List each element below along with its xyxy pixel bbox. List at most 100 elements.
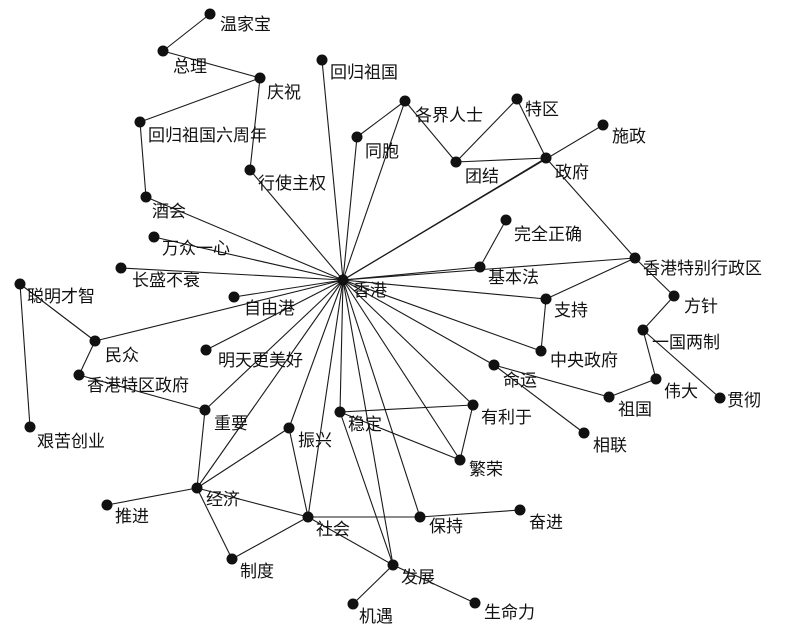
node-shehui: 社会 bbox=[302, 511, 350, 540]
edge-gejierenshi-tongbao bbox=[356, 100, 406, 138]
node-label: 方针 bbox=[684, 297, 718, 317]
edge-mingyun-xianggang bbox=[342, 279, 495, 366]
node-dot bbox=[115, 262, 127, 274]
node-label: 总理 bbox=[173, 57, 207, 77]
node-dot bbox=[399, 95, 411, 107]
node-xgtbxzq: 香港特别行政区 bbox=[629, 252, 762, 279]
edge-zhengfu-xianggang bbox=[342, 157, 547, 281]
edge-gejierenshi-tuanjie bbox=[404, 100, 457, 163]
edge-zhichi-zhongyangzhengfu bbox=[540, 298, 547, 352]
node-shengmingli: 生命力 bbox=[469, 597, 535, 623]
edge-huigui6-jiuhui bbox=[139, 121, 147, 198]
node-dot bbox=[200, 344, 212, 356]
edge-wending-fazhan bbox=[339, 411, 394, 566]
node-dot bbox=[578, 427, 590, 439]
node-dot bbox=[351, 131, 363, 143]
node-dot bbox=[474, 261, 486, 273]
node-dot bbox=[226, 553, 238, 565]
node-label: 施政 bbox=[612, 127, 646, 147]
edge-baochi-fenjin bbox=[419, 509, 521, 518]
node-ziyougang: 自由港 bbox=[228, 291, 295, 319]
node-mingyun: 命运 bbox=[488, 359, 537, 391]
edge-tongbao-xianggang bbox=[342, 136, 358, 281]
node-fazhan: 发展 bbox=[387, 559, 435, 588]
edge-xgtbxzq-fangzhen bbox=[634, 257, 675, 297]
edge-fazhan-xianggang bbox=[342, 279, 394, 566]
node-tequ: 特区 bbox=[511, 93, 559, 120]
node-dot bbox=[454, 454, 466, 466]
node-label: 明天更美好 bbox=[218, 351, 303, 371]
node-label: 有利于 bbox=[481, 408, 532, 428]
node-mingtian: 明天更美好 bbox=[200, 344, 303, 371]
node-fanrong: 繁荣 bbox=[454, 454, 503, 480]
node-label: 回归祖国六周年 bbox=[148, 126, 267, 146]
edge-fangzhen-yiguoliangzhi bbox=[642, 295, 675, 331]
edge-tequ-zhengfu bbox=[516, 98, 547, 159]
node-label: 一国两制 bbox=[652, 333, 720, 353]
node-label: 重要 bbox=[214, 414, 248, 434]
edge-fazhan-shengmingli bbox=[392, 564, 476, 604]
edge-xingshizhuquan-xianggang bbox=[249, 169, 344, 281]
node-label: 发展 bbox=[401, 568, 435, 588]
node-label: 机遇 bbox=[359, 607, 393, 627]
node-fenjin: 奋进 bbox=[514, 504, 563, 533]
edge-zhengfu-xgtbxzq bbox=[545, 157, 636, 259]
node-label: 振兴 bbox=[298, 431, 332, 451]
node-dot bbox=[14, 278, 26, 290]
node-zhongyao: 重要 bbox=[199, 404, 248, 434]
node-dot bbox=[157, 45, 169, 57]
edge-weida-zuguo bbox=[608, 378, 657, 398]
edge-jiuhui-xianggang bbox=[145, 196, 344, 281]
node-zuguo: 祖国 bbox=[603, 391, 652, 420]
edge-yiguoliangzhi-weida bbox=[642, 329, 657, 380]
node-label: 庆祝 bbox=[267, 83, 301, 103]
node-xingshizhuquan: 行使主权 bbox=[244, 164, 326, 194]
node-dot bbox=[244, 164, 256, 176]
edge-wenjiabao-zongli bbox=[162, 13, 211, 52]
edge-mingyun-xianglian bbox=[493, 364, 585, 434]
edge-minzhong-xgtqzf bbox=[78, 340, 96, 376]
edge-jingji-zhenxing bbox=[196, 427, 290, 489]
node-label: 贯彻 bbox=[727, 391, 761, 411]
edge-wanzhongyixin-xianggang bbox=[153, 236, 344, 281]
node-dot bbox=[140, 191, 152, 203]
edge-wending-youliyu bbox=[339, 404, 474, 413]
node-xianglian: 相联 bbox=[578, 427, 627, 456]
node-huigui6: 回归祖国六周年 bbox=[134, 116, 267, 146]
node-label: 长盛不衰 bbox=[132, 271, 200, 291]
node-zhongyangzhengfu: 中央政府 bbox=[535, 345, 618, 371]
node-dot bbox=[511, 93, 523, 105]
node-label: 支持 bbox=[554, 301, 588, 321]
node-label: 经济 bbox=[206, 490, 240, 510]
edge-jingji-shehui bbox=[196, 487, 309, 518]
node-dot bbox=[467, 399, 479, 411]
edge-zhongyangzhengfu-xianggang bbox=[342, 279, 542, 352]
edge-shehui-fazhan bbox=[307, 516, 394, 566]
node-dot bbox=[469, 597, 481, 609]
edge-xgtqzf-zhongyao bbox=[78, 374, 206, 411]
node-label: 特区 bbox=[525, 100, 559, 120]
edge-mingtian-xianggang bbox=[205, 279, 344, 351]
node-label: 艰苦创业 bbox=[37, 432, 105, 452]
edge-jingji-zhidu bbox=[196, 487, 233, 560]
node-dot bbox=[199, 404, 211, 416]
node-label: 社会 bbox=[316, 520, 350, 540]
node-youliyu: 有利于 bbox=[467, 399, 532, 428]
node-shizheng: 施政 bbox=[597, 119, 646, 147]
edge-fanrong-xianggang bbox=[342, 279, 461, 461]
node-dot bbox=[488, 359, 500, 371]
node-label: 温家宝 bbox=[220, 15, 271, 35]
node-dot bbox=[637, 324, 649, 336]
node-label: 团结 bbox=[465, 167, 499, 187]
node-dot bbox=[191, 482, 203, 494]
node-label: 各界人士 bbox=[415, 106, 483, 126]
node-zongli: 总理 bbox=[157, 45, 207, 77]
node-label: 回归祖国 bbox=[330, 63, 398, 83]
edge-fazhan-jiyu bbox=[352, 564, 394, 605]
edge-minzhong-xianggang bbox=[94, 279, 344, 342]
node-dot bbox=[387, 559, 399, 571]
edge-wending-xianggang bbox=[339, 279, 344, 413]
node-dot bbox=[629, 252, 641, 264]
edge-wending-fanrong bbox=[339, 411, 461, 461]
